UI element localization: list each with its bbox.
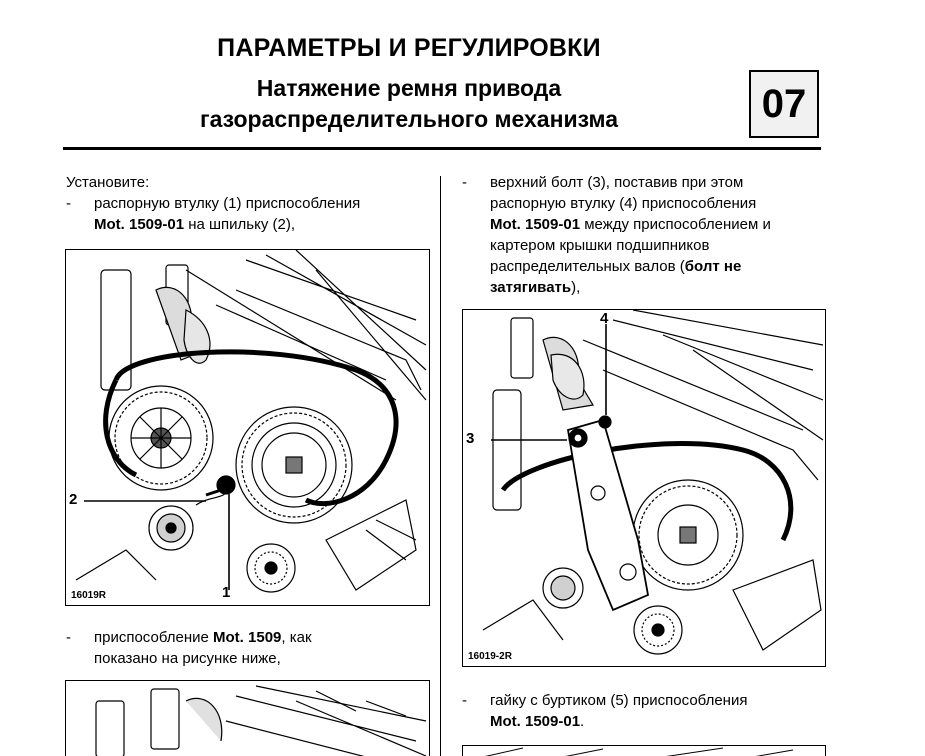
list-dash: - (462, 692, 467, 709)
left-item-1: - распорную втулку (1) приспособления Mo… (66, 193, 436, 235)
left-item-2-line-2: показано на рисунке ниже, (94, 650, 281, 667)
right-item-1: - верхний болт (3), поставив при этом ра… (462, 172, 882, 298)
figure-code: 16019-2R (468, 651, 512, 662)
chapter-number-box: 07 (749, 70, 819, 138)
right-item-2-line-2: Mot. 1509-01. (490, 711, 584, 732)
left-item-2: - приспособление Mot. 1509, как показано… (66, 627, 436, 669)
list-dash: - (462, 174, 467, 191)
right-item-1-line-5: распределительных валов (болт не (490, 256, 741, 277)
right-item-1-line-5-prefix: распределительных валов ( (490, 258, 685, 275)
right-item-1-line-6: затягивать), (490, 277, 580, 298)
left-item-1-line-2-rest: на шпильку (2), (184, 216, 296, 233)
subtitle-line-1: Натяжение ремня привода (256, 75, 562, 101)
figure-code: 16019R (71, 590, 107, 601)
warning-text-1: болт не (684, 258, 742, 275)
page-title: ПАРАМЕТРЫ И РЕГУЛИРОВКИ (217, 34, 601, 62)
section-subtitle: Натяжение ремня привода газораспределите… (0, 73, 818, 135)
column-divider (440, 176, 441, 756)
left-item-2-prefix: приспособление (94, 629, 214, 646)
engine-drawing-3 (95, 685, 427, 756)
tool-code: Mot. 1509-01 (490, 216, 581, 233)
left-item-1-line-1: распорную втулку (1) приспособления (94, 195, 361, 212)
right-item-2-suffix: . (580, 713, 585, 730)
tool-code: Mot. 1509 (213, 629, 282, 646)
tool-code: Mot. 1509-01 (94, 216, 185, 233)
figure-16019r: 2 1 16019R (65, 249, 430, 606)
tool-code: Mot. 1509-01 (490, 713, 581, 730)
right-item-1-line-4: картером крышки подшипников (490, 237, 710, 254)
callout-2: 2 (69, 491, 78, 508)
right-item-1-line-2: распорную втулку (4) приспособления (490, 195, 757, 212)
figure-bottom-right (462, 745, 826, 756)
engine-drawing-2 (482, 310, 824, 655)
figure-bottom-left (65, 680, 430, 756)
right-item-1-line-6-suffix: ), (571, 279, 581, 296)
right-item-1-line-3-rest: между приспособлением и (580, 216, 771, 233)
callout-1: 1 (222, 584, 231, 601)
list-dash: - (66, 629, 71, 646)
engine-drawing-1 (75, 250, 427, 593)
right-item-1-line-1: верхний болт (3), поставив при этом (490, 174, 744, 191)
callout-4: 4 (600, 310, 609, 327)
right-item-2-line-1: гайку с буртиком (5) приспособления (490, 692, 748, 709)
subtitle-line-2: газораспределительного механизма (199, 106, 618, 132)
list-dash: - (66, 195, 71, 212)
left-item-1-line-2: Mot. 1509-01 на шпильку (2), (94, 214, 295, 235)
left-intro: Установите: (66, 174, 150, 191)
left-item-2-suffix: , как (281, 629, 312, 646)
right-item-1-line-3: Mot. 1509-01 между приспособлением и (490, 214, 771, 235)
figure-16019-2r: 3 4 16019-2R (462, 309, 826, 667)
callout-3: 3 (466, 430, 475, 447)
right-item-2: - гайку с буртиком (5) приспособления Mo… (462, 690, 882, 732)
left-item-2-line-1: приспособление Mot. 1509, как (94, 627, 312, 648)
header-rule (63, 147, 821, 150)
engine-drawing-4 (485, 747, 794, 756)
warning-text-2: затягивать (490, 279, 572, 296)
